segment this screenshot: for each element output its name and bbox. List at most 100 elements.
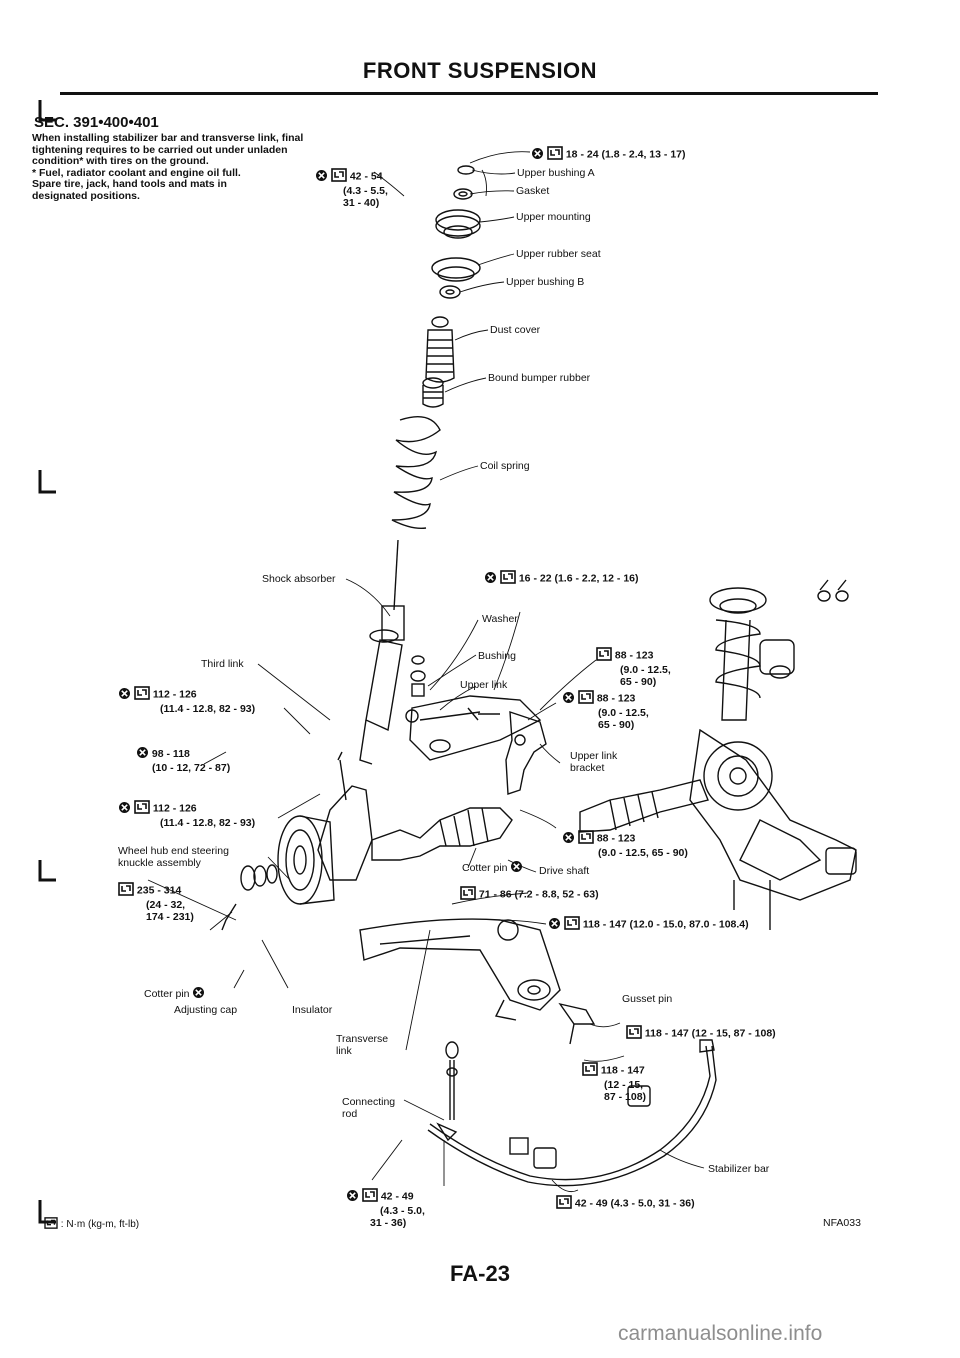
torque-wrench-icon xyxy=(547,146,563,163)
torque-spec-71-86: 71 - 86 (7.2 - 8.8, 52 - 63) xyxy=(460,886,599,903)
note-line: When installing stabilizer bar and trans… xyxy=(32,132,304,144)
torque-spec-88-123-b: 88 - 123 (9.0 - 12.5, 65 - 90) xyxy=(562,690,649,731)
torque-spec-112-126-b: 112 - 126 (11.4 - 12.8, 82 - 93) xyxy=(118,800,255,829)
torque-wrench-icon xyxy=(626,1025,642,1042)
coil-spring-art xyxy=(391,416,441,530)
torque-wrench-icon xyxy=(460,886,476,903)
leader-lines xyxy=(147,151,705,1193)
note-line: * Fuel, radiator coolant and engine oil … xyxy=(32,166,241,179)
binding-mark xyxy=(38,100,56,122)
torque-spec-118-147-c: 118 - 147 (12 - 15, 87 - 108) xyxy=(582,1062,646,1103)
torque-spec-118-147-b: 118 - 147 (12 - 15, 87 - 108) xyxy=(626,1025,776,1042)
torque-wrench-icon xyxy=(500,570,516,587)
torque-spec-112-126-a: 112 - 126 (11.4 - 12.8, 82 - 93) xyxy=(118,686,255,715)
note-line: tightening requires to be carried out un… xyxy=(32,143,288,156)
watermark: carmanualsonline.info xyxy=(618,1322,823,1345)
torque-unit-legend: : N·m (kg-m, ft-lb) xyxy=(44,1217,139,1232)
replace-part-icon xyxy=(136,746,149,762)
label-gusset-pin: Gusset pin xyxy=(622,993,673,1005)
label-bushing: Bushing xyxy=(478,650,516,662)
label-adjusting-cap: Adjusting cap xyxy=(174,1004,238,1016)
torque-wrench-icon xyxy=(44,1217,58,1232)
torque-wrench-icon xyxy=(578,690,594,707)
label-insulator: Insulator xyxy=(292,1004,333,1016)
label-upper-link: Upper link xyxy=(460,679,508,691)
washer-bushing xyxy=(410,655,426,697)
label-upper-bushing-a: Upper bushing A xyxy=(517,167,595,179)
replace-part-icon xyxy=(510,860,523,876)
label-drive-shaft: Drive shaft xyxy=(539,865,590,877)
torque-spec-98-118: 98 - 118 (10 - 12, 72 - 87) xyxy=(136,746,230,774)
section-reference: SEC. 391•400•401 xyxy=(34,114,159,131)
replace-part-icon xyxy=(118,687,131,703)
gusset-pin-art xyxy=(558,1002,596,1045)
replace-part-icon xyxy=(346,1189,359,1205)
torque-spec-upper-nut: 18 - 24 (1.8 - 2.4, 13 - 17) xyxy=(531,146,686,163)
label-upper-bushing-b: Upper bushing B xyxy=(506,276,585,288)
label-upper-rubber-seat: Upper rubber seat xyxy=(516,248,601,260)
upper-mounting xyxy=(435,209,481,239)
label-third-link: Third link xyxy=(201,658,244,670)
installation-note: When installing stabilizer bar and trans… xyxy=(32,132,362,202)
torque-wrench-icon xyxy=(134,800,150,817)
label-bound-bumper-rubber: Bound bumper rubber xyxy=(488,372,591,384)
assembled-view-art xyxy=(579,579,857,930)
binding-mark xyxy=(38,1200,56,1224)
replace-part-icon xyxy=(484,571,497,587)
replace-part-icon xyxy=(192,986,205,1002)
title-rule xyxy=(60,92,878,95)
torque-spec-88-123-a: 88 - 123 (9.0 - 12.5, 65 - 90) xyxy=(596,647,671,688)
torque-wrench-icon xyxy=(362,1188,378,1205)
label-gasket: Gasket xyxy=(516,185,550,197)
transverse-link-art xyxy=(359,918,561,1021)
replace-part-icon xyxy=(548,917,561,933)
note-line: condition* with tires on the ground. xyxy=(32,155,209,167)
page-number: FA-23 xyxy=(450,1261,510,1286)
torque-wrench-icon xyxy=(134,686,150,703)
upper-bushing-a xyxy=(457,165,475,175)
replace-part-icon xyxy=(315,169,328,185)
torque-wrench-icon xyxy=(596,647,612,664)
bound-bumper-rubber xyxy=(422,377,444,408)
shock-absorber-art xyxy=(359,539,405,765)
torque-spec-118-147-a: 118 - 147 (12.0 - 15.0, 87.0 - 108.4) xyxy=(548,916,749,933)
upper-rubber-seat xyxy=(431,257,481,282)
dust-cover xyxy=(425,316,455,383)
torque-wrench-icon xyxy=(556,1195,572,1212)
torque-wrench-icon xyxy=(331,168,347,185)
replace-part-icon xyxy=(562,831,575,847)
binding-mark xyxy=(38,470,56,494)
replace-part-icon xyxy=(118,801,131,817)
torque-spec-88-123-c: 88 - 123 (9.0 - 12.5, 65 - 90) xyxy=(562,830,688,859)
cotter-pin-cap xyxy=(221,864,278,931)
torque-spec-235-314: 235 - 314 (24 - 32, 174 - 231) xyxy=(118,882,194,923)
gasket xyxy=(453,188,473,200)
replace-part-icon xyxy=(531,147,544,163)
stabilizer-bar-art xyxy=(427,1039,717,1187)
note-line: designated positions. xyxy=(32,189,140,202)
label-upper-link-bracket: Upper link bracket xyxy=(570,750,618,774)
label-cotter-pin-drive: Cotter pin xyxy=(462,860,523,876)
label-connecting-rod: Connecting rod xyxy=(342,1096,396,1120)
note-line: Spare tire, jack, hand tools and mats in xyxy=(32,178,227,190)
label-shock-absorber: Shock absorber xyxy=(262,573,336,585)
connecting-rod-art xyxy=(436,1041,459,1142)
torque-wrench-icon xyxy=(564,916,580,933)
page-title: FRONT SUSPENSION xyxy=(362,58,598,83)
figure-code: NFA033 xyxy=(823,1217,861,1229)
upper-link-art xyxy=(405,695,542,761)
label-coil-spring: Coil spring xyxy=(480,460,530,472)
label-upper-mounting: Upper mounting xyxy=(516,211,591,223)
torque-spec-42-49-a: 42 - 49 (4.3 - 5.0, 31 - 36) xyxy=(346,1188,425,1229)
label-stabilizer-bar: Stabilizer bar xyxy=(708,1163,770,1175)
upper-link-bracket-art xyxy=(467,707,547,795)
torque-spec-42-54: 42 - 54 (4.3 - 5.5, 31 - 40) xyxy=(315,168,388,209)
torque-spec-16-22: 16 - 22 (1.6 - 2.2, 12 - 16) xyxy=(484,570,639,587)
upper-bushing-b xyxy=(439,285,461,299)
torque-spec-42-49-b: 42 - 49 (4.3 - 5.0, 31 - 36) xyxy=(556,1195,695,1212)
torque-wrench-icon xyxy=(578,830,594,847)
label-washer: Washer xyxy=(482,613,518,625)
steering-knuckle-art xyxy=(317,751,373,881)
